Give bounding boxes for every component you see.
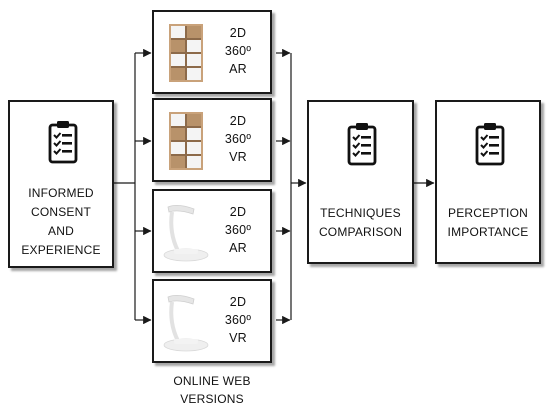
version-line: 360º [224,44,252,58]
version-line: VR [229,331,247,345]
version-line: VR [229,150,247,164]
clipboard-checklist-icon [48,120,78,164]
version-line: 360º [224,223,252,237]
techniques-comparison-box: TECHNIQUES COMPARISON [307,100,414,264]
caption-line: ONLINE WEB [173,374,251,388]
clipboard-checklist-icon [475,122,505,166]
desk-lamp-image [160,203,216,263]
version-box-4: 2D 360º VR [152,279,272,363]
perception-importance-box: PERCEPTION IMPORTANCE [435,100,541,264]
version-line: 360º [224,132,252,146]
caption-line: VERSIONS [180,392,244,406]
desk-lamp-image [160,293,216,353]
version-line: AR [229,241,247,255]
version-line: 2D [229,205,247,219]
version-line: 2D [229,114,247,128]
version-box-3: 2D 360º AR [152,189,272,273]
perception-line: IMPORTANCE [447,225,529,239]
version-line: 2D [229,295,247,309]
bookshelf-image [168,110,204,172]
informed-consent-box: INFORMED CONSENT AND EXPERIENCE [8,100,114,268]
start-box-line: CONSENT [30,205,92,219]
version-box-1: 2D 360º AR [152,10,272,94]
perception-line: PERCEPTION [447,206,528,220]
start-box-line: AND [48,224,74,238]
clipboard-checklist-icon [347,122,377,166]
start-box-line: INFORMED [28,186,94,200]
version-line: 360º [224,313,252,327]
online-web-versions-caption: ONLINE WEB VERSIONS [152,372,272,408]
comparison-line: COMPARISON [318,225,403,239]
comparison-line: TECHNIQUES [320,206,401,220]
start-box-line: EXPERIENCE [21,243,101,257]
version-line: 2D [229,26,247,40]
version-box-2: 2D 360º VR [152,98,272,182]
version-line: AR [229,62,247,76]
bookshelf-image [168,22,204,84]
